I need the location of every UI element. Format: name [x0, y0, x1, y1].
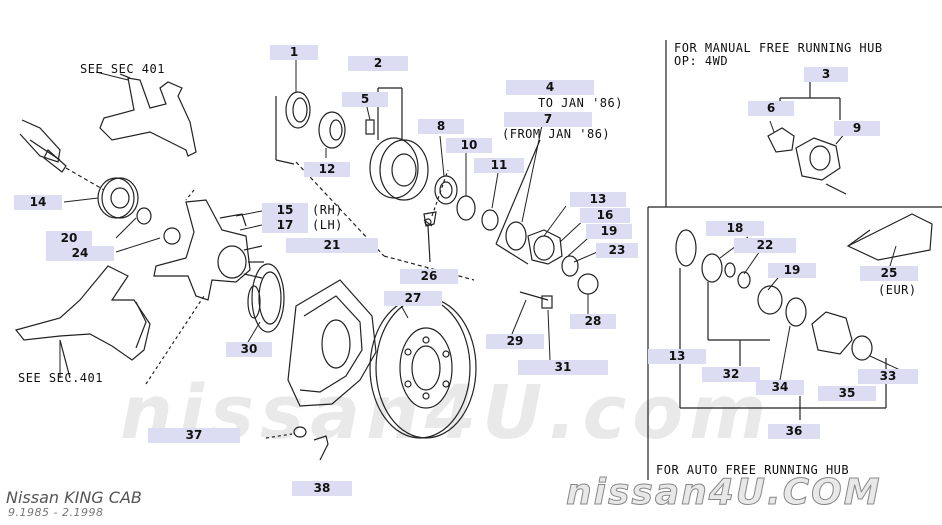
callout-2[interactable]: 2	[348, 56, 408, 71]
callout-36[interactable]: 36	[768, 424, 820, 439]
callout-12[interactable]: 12	[304, 162, 350, 177]
callout-23[interactable]: 23	[596, 243, 638, 258]
callout-19-top[interactable]: 19	[586, 224, 632, 239]
callout-30[interactable]: 30	[226, 342, 272, 357]
auto-hub-drawing	[675, 229, 887, 420]
callout-1[interactable]: 1	[270, 45, 318, 60]
bearing-14-drawing	[97, 177, 181, 245]
lower-arm-drawing	[14, 265, 151, 379]
callout-5[interactable]: 5	[342, 92, 388, 107]
callout-29[interactable]: 29	[486, 334, 544, 349]
drive-shaft-drawing	[19, 119, 105, 191]
callout-26[interactable]: 26	[400, 269, 458, 284]
callout-11[interactable]: 11	[474, 158, 524, 173]
section-divider-lines	[647, 40, 942, 480]
note-from-jan: (FROM JAN '86)	[502, 127, 611, 141]
note-manual-hub: FOR MANUAL FREE RUNNING HUB OP: 4WD	[674, 41, 883, 68]
callout-3[interactable]: 3	[804, 67, 848, 82]
knuckle-drawing	[145, 189, 264, 385]
callout-34[interactable]: 34	[756, 380, 804, 395]
callout-18[interactable]: 18	[706, 221, 764, 236]
note-to-jan: TO JAN '86)	[538, 96, 623, 110]
callout-21[interactable]: 21	[286, 238, 378, 253]
watermark-corner: nissan4U.COM	[566, 472, 882, 514]
callout-4[interactable]: 4	[506, 80, 594, 95]
manual-hub-drawing	[767, 80, 847, 195]
seals-1-12-drawing	[275, 91, 346, 165]
callout-13-top[interactable]: 13	[570, 192, 626, 207]
callout-16[interactable]: 16	[580, 208, 630, 223]
hub-parts-drawing	[423, 139, 541, 251]
seal-30-drawing	[247, 263, 285, 333]
callout-9[interactable]: 9	[834, 121, 880, 136]
upper-link-drawing	[99, 73, 197, 157]
note-eur: (EUR)	[878, 283, 917, 297]
callout-25[interactable]: 25	[860, 266, 918, 281]
callout-17[interactable]: 17	[262, 218, 308, 233]
bolts-drawing	[265, 211, 437, 461]
callout-38[interactable]: 38	[292, 481, 352, 496]
hub-2-drawing	[295, 87, 475, 281]
callout-8[interactable]: 8	[418, 119, 464, 134]
callout-20[interactable]: 20	[46, 231, 92, 246]
callout-32[interactable]: 32	[702, 367, 760, 382]
callout-7[interactable]: 7	[504, 112, 592, 127]
callout-22[interactable]: 22	[734, 238, 796, 253]
callout-27[interactable]: 27	[384, 291, 442, 306]
callout-15[interactable]: 15	[262, 203, 308, 218]
model-dates: 9.1985 - 2.1998	[8, 506, 104, 519]
note-see-sec-bottom: SEE SEC.401	[18, 371, 103, 385]
note-rh: (RH)	[312, 203, 343, 217]
grease-tube-drawing	[846, 213, 933, 261]
model-title: Nissan KING CAB	[6, 488, 142, 507]
callout-37[interactable]: 37	[148, 428, 240, 443]
note-see-sec-top: SEE SEC 401	[80, 62, 165, 76]
callout-14[interactable]: 14	[14, 195, 62, 210]
rotor-27-drawing	[369, 297, 477, 439]
note-lh: (LH)	[312, 218, 343, 232]
callout-19-auto[interactable]: 19	[768, 263, 816, 278]
dust-shield-drawing	[287, 279, 377, 407]
callout-10[interactable]: 10	[446, 138, 492, 153]
callout-28[interactable]: 28	[570, 314, 616, 329]
callout-24[interactable]: 24	[46, 246, 114, 261]
callout-13-auto[interactable]: 13	[648, 349, 706, 364]
callout-33[interactable]: 33	[858, 369, 918, 384]
callout-31[interactable]: 31	[518, 360, 608, 375]
callout-6[interactable]: 6	[748, 101, 794, 116]
callout-35[interactable]: 35	[818, 386, 876, 401]
note-auto-hub: FOR AUTO FREE RUNNING HUB	[656, 463, 850, 477]
lock-hub-drawing	[495, 229, 599, 309]
